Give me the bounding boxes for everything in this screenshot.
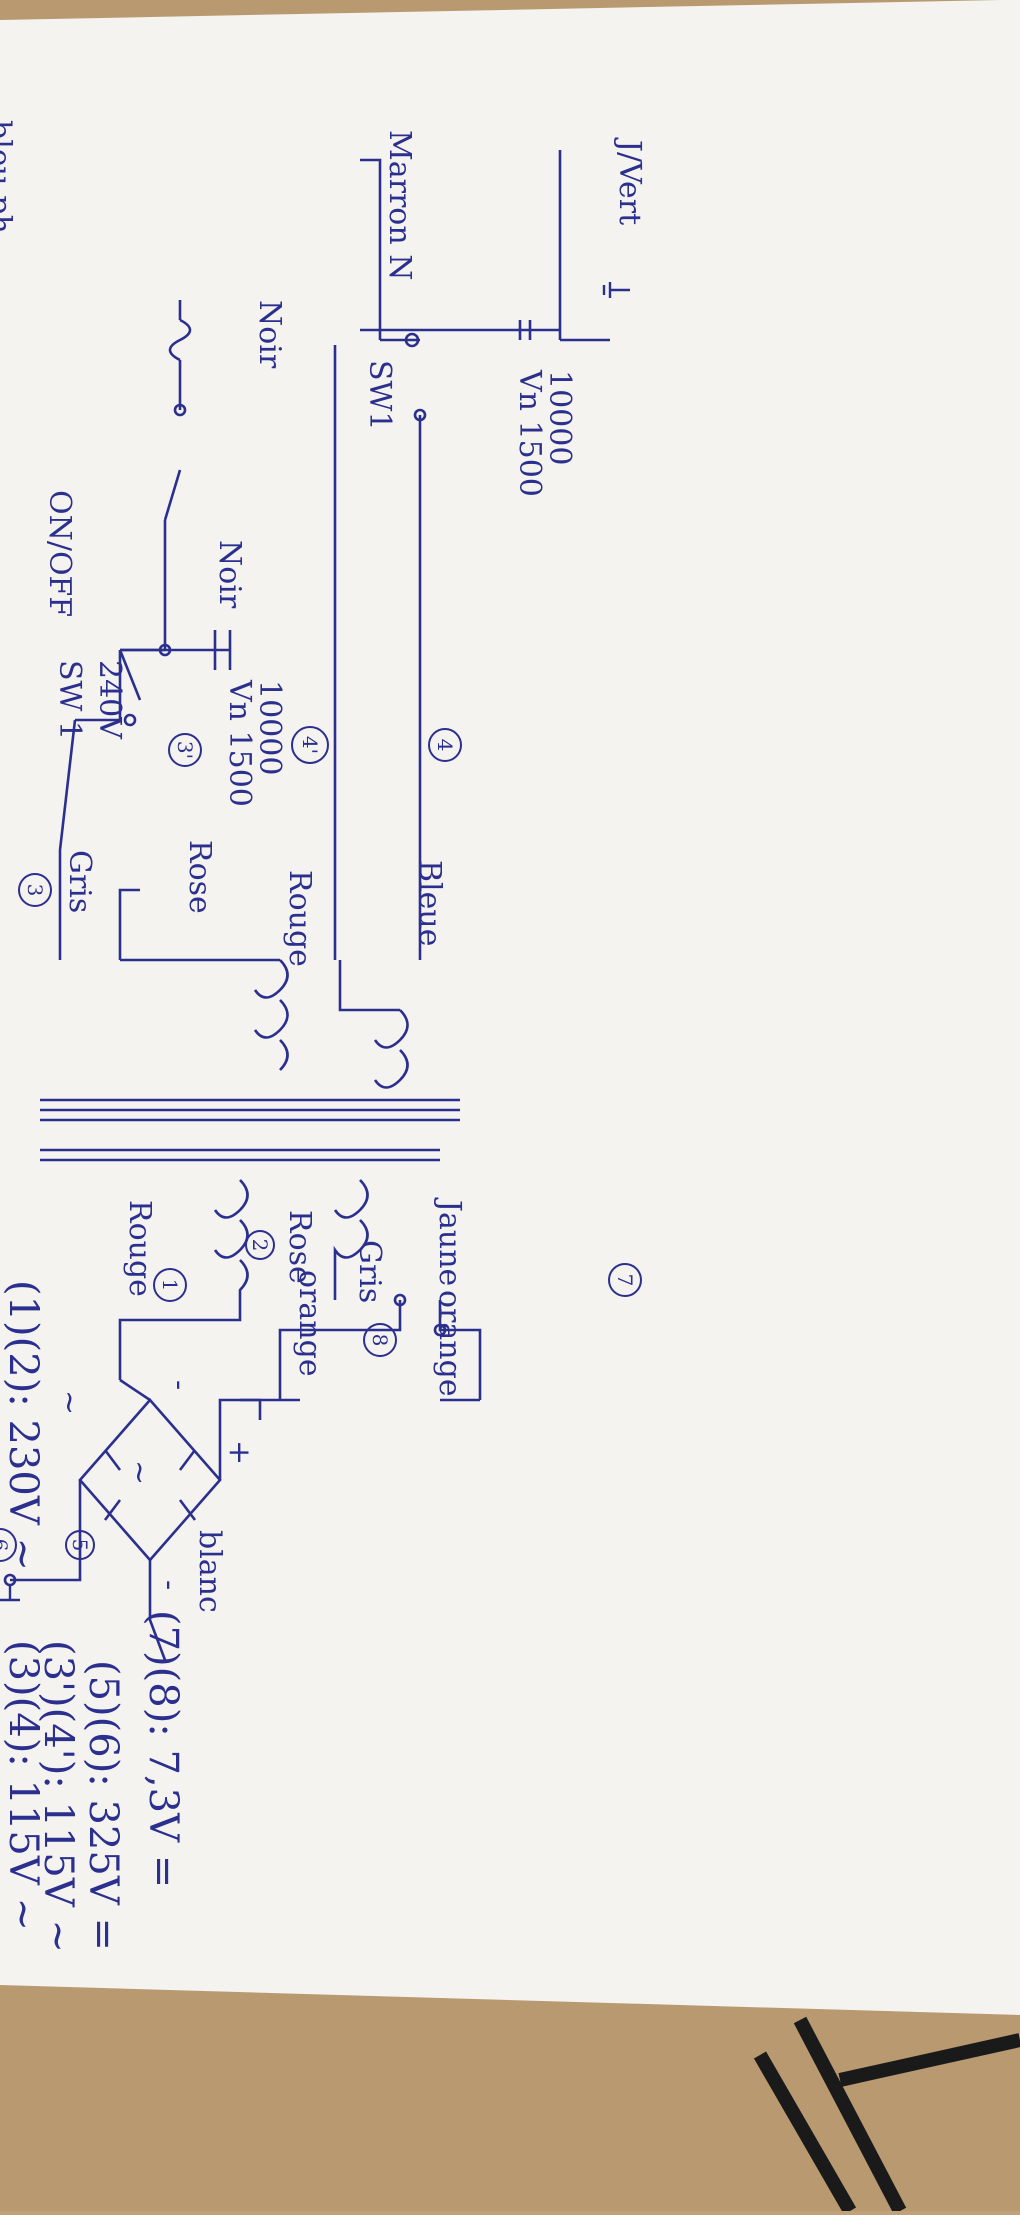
node-7: 7 [613,1274,637,1287]
label-bleu-ph: bleu ph [0,120,17,234]
node-4: 4 [433,739,457,752]
node-3: 3 [23,884,47,897]
node-7-circle [608,1263,642,1297]
wires [3,150,610,1661]
node-numbers: 3 3' 4' 4 1 2 7 8 5 6 [0,736,637,1551]
label-blanc: blanc [192,1530,227,1613]
earth-icon [602,282,630,298]
label-plus: + [222,1440,257,1465]
label-rose: Rose [182,840,217,914]
node-circles [0,726,642,1562]
label-orange-1: orange [292,1270,327,1377]
label-cap-rating-2: Vn 1500 [512,369,547,497]
node-3p-circle [168,733,202,767]
paper-sheet [0,0,1020,2015]
node-2: 2 [248,1239,272,1252]
label-jaune: Jaune [432,1197,467,1286]
label-rouge-sec: Rouge [122,1200,157,1297]
earth-icon [0,1585,20,1602]
note-3p-4p: (3')(4'): 115V ~ [35,1640,81,1953]
label-sw1-b: SW 1 [52,660,87,740]
label-marron-n: Marron N [382,130,417,280]
node-5: 5 [68,1539,92,1552]
label-rose-sec: Rose [282,1210,317,1284]
node-3-circle [18,873,52,907]
node-4p-circle [291,726,329,764]
schematic: bleu ph Marron N J/Vert Noir ON/OFF Noir… [0,120,647,1953]
note-5-6: (5)(6): 325V = [80,1660,126,1951]
node-1: 1 [158,1279,182,1292]
node-6: 6 [0,1539,12,1552]
node-4-circle [428,728,462,762]
label-v240: 240V [92,660,127,740]
label-noir-mid: Noir [212,540,247,609]
label-ac-1: ~ [122,1460,157,1485]
label-cap-rating-1: Vn 1500 [222,679,257,807]
label-ac-2: ~ [52,1390,87,1415]
note-3-4: (3)(4): 115V ~ [0,1640,46,1931]
node-5-circle [65,1530,95,1560]
node-3p: 3' [173,741,197,759]
label-minus-top: - [162,1380,197,1390]
node-2-circle [245,1230,275,1260]
label-gris: Gris [62,850,97,913]
label-vert-jaune: J/Vert [612,137,647,225]
node-8: 8 [368,1334,392,1347]
label-sw1: SW1 [362,360,397,430]
note-1-2: (1)(2): 230V ~ [0,1280,46,1571]
label-on-off: ON/OFF [42,490,77,617]
label-cap-value-2: 10000 [542,370,577,465]
label-rouge-prim: Rouge [282,870,317,967]
voltage-notes: (1)(2): 230V ~ (3)(4): 115V ~ (3')(4'): … [0,1280,186,1953]
label-noir-top: Noir [252,300,287,369]
node-6-circle [0,1528,17,1562]
label-bleue: Bleue [412,860,447,946]
label-orange-2: orange [432,1290,467,1397]
node-8-circle [363,1323,397,1357]
label-minus-bot: - [152,1580,187,1590]
marker-mark [753,2016,1020,2215]
label-gris-sec: Gris [352,1240,387,1303]
node-1-circle [153,1268,187,1302]
label-cap-value-1: 10000 [252,680,287,775]
node-4p: 4' [298,736,322,754]
note-7-8: (7)(8): 7,3V = [140,1610,186,1888]
earth-symbols [0,282,630,1602]
schematic-labels: bleu ph Marron N J/Vert Noir ON/OFF Noir… [0,120,647,1613]
